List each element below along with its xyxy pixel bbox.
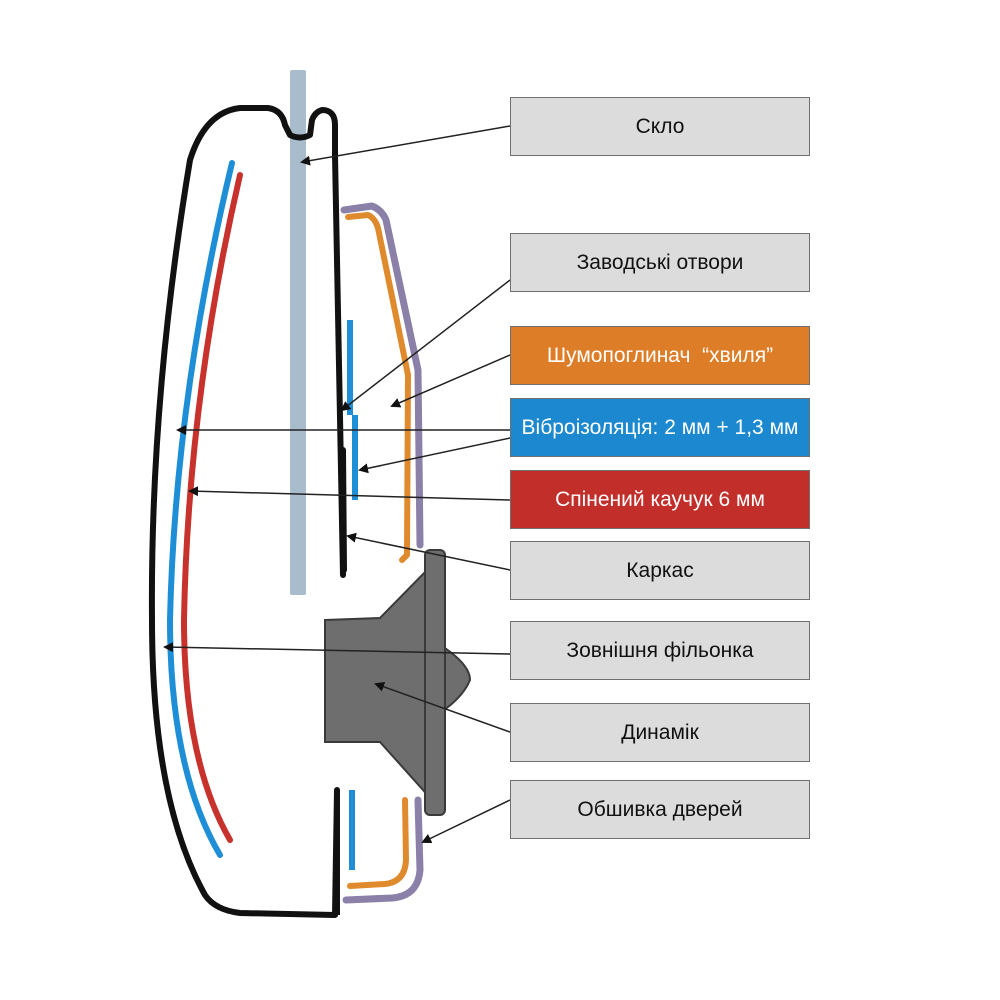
leader-speaker <box>374 681 511 733</box>
label-foam-rubber: Спінений каучук 6 мм <box>510 470 810 529</box>
absorber-upper <box>345 212 411 563</box>
leader-vibro-inner <box>358 437 511 474</box>
door-outer-shell <box>148 105 340 918</box>
label-outer-panel: Зовнішня фільонка <box>510 621 810 680</box>
label-vibro-insulation: Віброізоляція: 2 мм + 1,3 мм <box>510 398 810 457</box>
outer-red-layer <box>180 172 243 843</box>
leader-wave-absorber <box>390 354 511 408</box>
label-glass: Скло <box>510 97 810 156</box>
leader-frame <box>346 532 511 571</box>
leader-factory-holes <box>340 279 511 412</box>
absorber-lower <box>347 797 410 889</box>
label-frame: Каркас <box>510 541 810 600</box>
leader-door-trim <box>421 799 511 844</box>
label-door-trim: Обшивка дверей <box>510 780 810 839</box>
door-trim-upper <box>340 202 424 549</box>
label-speaker: Динамік <box>510 703 810 762</box>
leader-foam-rubber <box>188 486 511 501</box>
label-factory-holes: Заводські отвори <box>510 233 810 292</box>
leader-glass <box>300 125 511 166</box>
label-wave-absorber: Шумопоглинач “хвиля” <box>510 326 810 385</box>
frame-inner-middle <box>340 447 347 573</box>
glass-pane <box>290 70 306 595</box>
outer-blue-layer <box>166 160 235 858</box>
door-trim-lower <box>342 796 424 904</box>
speaker-flange <box>424 549 446 816</box>
leader-outer-panel <box>163 642 511 655</box>
speaker-body <box>324 562 433 803</box>
